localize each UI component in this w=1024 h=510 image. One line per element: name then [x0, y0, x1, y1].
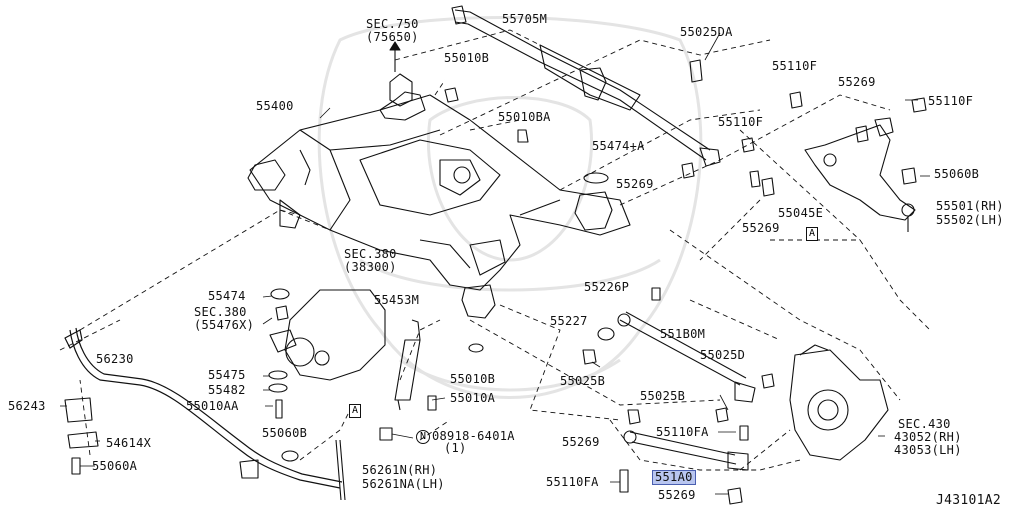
diagram-id: J43101A2 [936, 493, 1002, 508]
label-nut-code[interactable]: 08918-6401A [432, 429, 515, 443]
hardware [71, 59, 927, 505]
nut-symbol: N [416, 430, 430, 444]
rack-assembly [451, 5, 721, 167]
label-55227[interactable]: 55227 [550, 314, 588, 328]
label-56261N[interactable]: 56261N(RH) [362, 463, 438, 477]
label-55010B-top[interactable]: 55010B [444, 51, 490, 65]
label-55475[interactable]: 55475 [208, 368, 246, 382]
label-55110F-c[interactable]: 55110F [718, 115, 764, 129]
ref-box-a-right: A [806, 227, 818, 241]
label-55269-a[interactable]: 55269 [838, 75, 876, 89]
label-sec380b-sub: (55476X) [194, 318, 255, 332]
shock-absorber [394, 319, 421, 411]
label-55010B-mid[interactable]: 55010B [450, 372, 496, 386]
label-56243[interactable]: 56243 [8, 399, 46, 413]
label-55705M[interactable]: 55705M [502, 12, 548, 26]
label-55025DA[interactable]: 55025DA [680, 25, 733, 39]
label-55060B-left[interactable]: 55060B [262, 426, 308, 440]
label-sec750[interactable]: SEC.750 [366, 17, 419, 31]
ref-box-a-left: A [349, 404, 361, 418]
label-sec430-lh: 43053(LH) [894, 443, 962, 457]
label-55025D[interactable]: 55025D [700, 348, 746, 362]
axle-knuckle [789, 344, 889, 461]
label-551A0-highlighted[interactable]: 551A0 [652, 470, 696, 485]
watermark-emblem [317, 16, 703, 399]
label-sec430[interactable]: SEC.430 [898, 417, 951, 431]
label-sec380-sub: (38300) [344, 260, 397, 274]
label-55110FA-b[interactable]: 55110FA [546, 475, 599, 489]
label-55060A[interactable]: 55060A [92, 459, 138, 473]
label-55110F-a[interactable]: 55110F [772, 59, 818, 73]
label-54614X[interactable]: 54614X [106, 436, 152, 450]
label-sec380[interactable]: SEC.380 [344, 247, 397, 261]
label-55453M[interactable]: 55453M [374, 293, 420, 307]
label-55269-d[interactable]: 55269 [562, 435, 600, 449]
label-55110F-b[interactable]: 55110F [928, 94, 974, 108]
label-55010BA[interactable]: 55010BA [498, 110, 551, 124]
label-55025B-b[interactable]: 55025B [640, 389, 686, 403]
label-55474A[interactable]: 55474+A [592, 139, 645, 153]
label-55501[interactable]: 55501(RH) [936, 199, 1004, 213]
label-55269-c[interactable]: 55269 [742, 221, 780, 235]
subframe [247, 73, 631, 319]
label-55502[interactable]: 55502(LH) [936, 213, 1004, 227]
label-55010AA[interactable]: 55010AA [186, 399, 239, 413]
lower-link [617, 311, 756, 403]
differential [269, 289, 386, 381]
label-55226P[interactable]: 55226P [584, 280, 630, 294]
label-56230[interactable]: 56230 [96, 352, 134, 366]
label-sec430-rh: 43052(RH) [894, 430, 962, 444]
label-55269-b[interactable]: 55269 [616, 177, 654, 191]
label-55474[interactable]: 55474 [208, 289, 246, 303]
label-55482[interactable]: 55482 [208, 383, 246, 397]
label-nut-qty: (1) [444, 441, 467, 455]
label-sec380b[interactable]: SEC.380 [194, 305, 247, 319]
toe-link [623, 430, 749, 471]
label-55269-e[interactable]: 55269 [658, 488, 696, 502]
label-55010A[interactable]: 55010A [450, 391, 496, 405]
label-sec750-sub: (75650) [366, 30, 419, 44]
label-55400[interactable]: 55400 [256, 99, 294, 113]
label-56261NA[interactable]: 56261NA(LH) [362, 477, 445, 491]
label-55060B-right[interactable]: 55060B [934, 167, 980, 181]
bushing [64, 397, 93, 423]
label-55025B-a[interactable]: 55025B [560, 374, 606, 388]
stabilizer-bar [64, 327, 343, 489]
label-55045E[interactable]: 55045E [778, 206, 824, 220]
label-551B0M[interactable]: 551B0M [660, 327, 706, 341]
label-55110FA-a[interactable]: 55110FA [656, 425, 709, 439]
upper-link-arm [804, 117, 916, 232]
